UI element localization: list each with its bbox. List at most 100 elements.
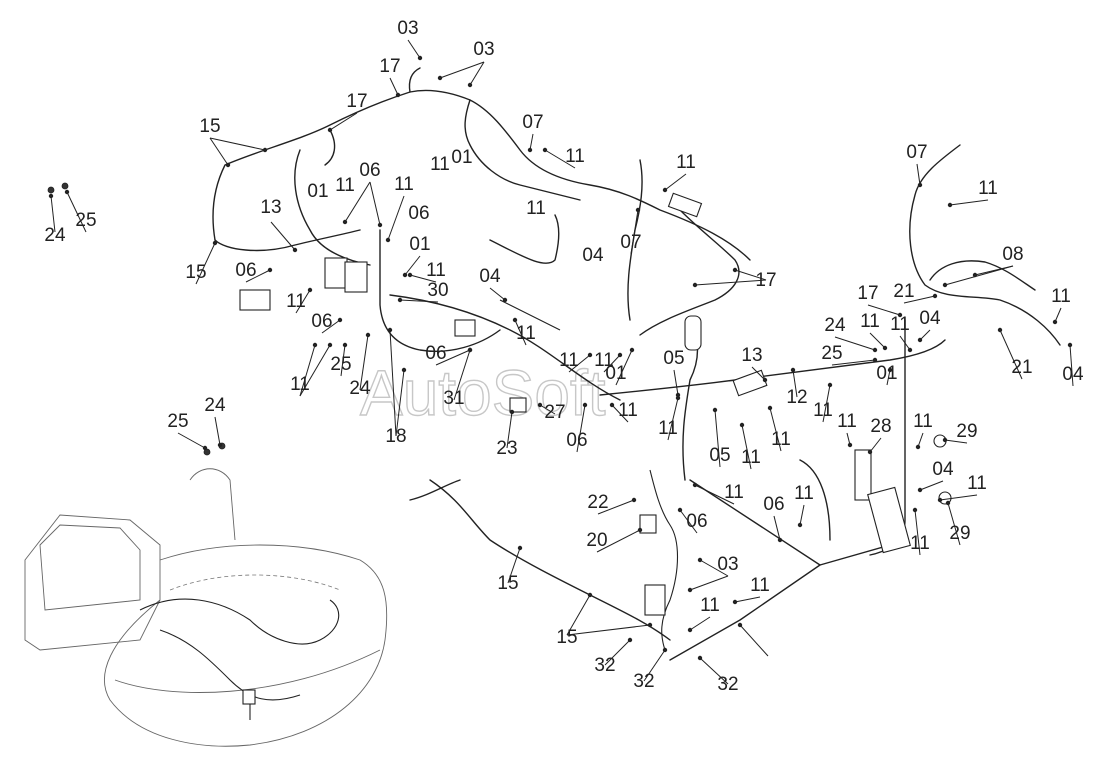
callout-c71: 11 bbox=[771, 429, 791, 450]
leader-endpoint bbox=[932, 293, 938, 299]
leader-line bbox=[867, 304, 901, 316]
bracket-lower-right bbox=[867, 486, 911, 554]
connector-13-right bbox=[732, 369, 768, 397]
leader-endpoint bbox=[882, 345, 888, 351]
leader-endpoint bbox=[437, 75, 443, 81]
leader-line bbox=[506, 411, 513, 449]
loop-05-part bbox=[684, 315, 702, 351]
leader-line bbox=[1069, 344, 1074, 387]
leader-line bbox=[209, 137, 266, 151]
leader-endpoint bbox=[917, 487, 923, 493]
callout-c26: 11 bbox=[426, 260, 446, 281]
lower-left-stub-wire bbox=[409, 479, 461, 501]
connector-block-left bbox=[239, 289, 271, 311]
callout-c72: 04 bbox=[932, 459, 954, 480]
callout-c30: 11 bbox=[286, 291, 306, 312]
relay-block-b bbox=[344, 261, 368, 293]
callout-c39: 24 bbox=[824, 315, 846, 336]
leader-line bbox=[407, 39, 421, 59]
leader-line bbox=[566, 624, 651, 636]
callout-c59: 11 bbox=[618, 400, 638, 421]
callout-c35: 17 bbox=[857, 283, 878, 304]
leader-line bbox=[489, 287, 506, 301]
leader-endpoint bbox=[737, 622, 743, 628]
right-top-loop-wire bbox=[909, 144, 1061, 346]
leader-line bbox=[673, 369, 679, 396]
leader-endpoint bbox=[1067, 342, 1073, 348]
cab-harness-2 bbox=[159, 629, 301, 701]
leader-line bbox=[714, 409, 721, 468]
leader-endpoint bbox=[385, 237, 391, 243]
leader-line bbox=[689, 616, 711, 631]
leader-line bbox=[596, 529, 641, 553]
leader-line bbox=[340, 344, 346, 377]
leader-line bbox=[886, 369, 891, 386]
thin-branch-wire bbox=[499, 299, 561, 331]
leader-line bbox=[507, 547, 521, 584]
leader-line bbox=[689, 575, 729, 591]
callout-c41: 21 bbox=[1011, 357, 1032, 378]
callout-c07: 01 bbox=[451, 147, 472, 168]
leader-line bbox=[321, 319, 341, 334]
leader-line bbox=[604, 639, 631, 666]
callout-c44: 25 bbox=[821, 343, 842, 364]
callout-c19: 13 bbox=[260, 197, 281, 218]
leader-line bbox=[603, 354, 621, 373]
leader-endpoint bbox=[502, 297, 508, 303]
leader-endpoint bbox=[767, 405, 773, 411]
leader-endpoint bbox=[867, 449, 873, 455]
leader-line bbox=[299, 344, 331, 397]
callout-c78: 11 bbox=[794, 483, 814, 504]
top-branch-wire bbox=[408, 67, 421, 93]
leader-endpoint bbox=[1052, 319, 1058, 325]
leader-endpoint bbox=[762, 377, 768, 383]
leader-line bbox=[734, 596, 761, 603]
callout-c62: 25 bbox=[167, 411, 188, 432]
callout-c81: 20 bbox=[586, 530, 607, 551]
leader-endpoint bbox=[292, 247, 298, 253]
callout-c45: 06 bbox=[425, 343, 446, 364]
callout-c31: 30 bbox=[427, 280, 448, 301]
leader-endpoint bbox=[827, 382, 833, 388]
callout-c16: 01 bbox=[307, 181, 328, 202]
upper-structure-body bbox=[104, 544, 388, 747]
left-lower-loop-wire bbox=[214, 229, 361, 252]
leader-endpoint bbox=[377, 222, 383, 228]
leader-line bbox=[329, 112, 358, 131]
leader-line bbox=[529, 133, 534, 151]
leader-endpoint bbox=[617, 352, 623, 358]
leader-endpoint bbox=[732, 267, 738, 273]
leader-line bbox=[359, 334, 369, 391]
leader-endpoint bbox=[712, 407, 718, 413]
callout-c54: 11 bbox=[594, 350, 614, 371]
leader-endpoint bbox=[212, 240, 218, 246]
leader-line bbox=[435, 349, 471, 366]
leader-endpoint bbox=[697, 557, 703, 563]
leader-endpoint bbox=[942, 437, 948, 443]
leader-line bbox=[195, 242, 216, 285]
callout-c47: 05 bbox=[663, 348, 684, 369]
leader-line bbox=[903, 295, 936, 304]
callout-c21: 11 bbox=[526, 198, 546, 219]
leader-line bbox=[209, 137, 229, 166]
vertical-drop-wire bbox=[379, 229, 501, 352]
callout-c65: 28 bbox=[870, 416, 891, 437]
leader-endpoint bbox=[397, 297, 403, 303]
leader-line bbox=[643, 649, 666, 682]
leader-endpoint bbox=[912, 507, 918, 513]
callout-c64: 11 bbox=[658, 418, 678, 439]
callout-c66: 11 bbox=[837, 411, 857, 432]
leader-line bbox=[177, 432, 206, 449]
leader-endpoint bbox=[609, 402, 615, 408]
handrail bbox=[189, 468, 236, 541]
callout-c63: 06 bbox=[566, 430, 587, 451]
leader-line bbox=[539, 404, 556, 415]
leader-line bbox=[409, 274, 437, 283]
callout-c73: 11 bbox=[741, 447, 761, 468]
leader-endpoint bbox=[917, 182, 923, 188]
callout-c32: 04 bbox=[479, 266, 501, 287]
leader-line bbox=[949, 199, 989, 206]
leader-endpoint bbox=[917, 337, 923, 343]
